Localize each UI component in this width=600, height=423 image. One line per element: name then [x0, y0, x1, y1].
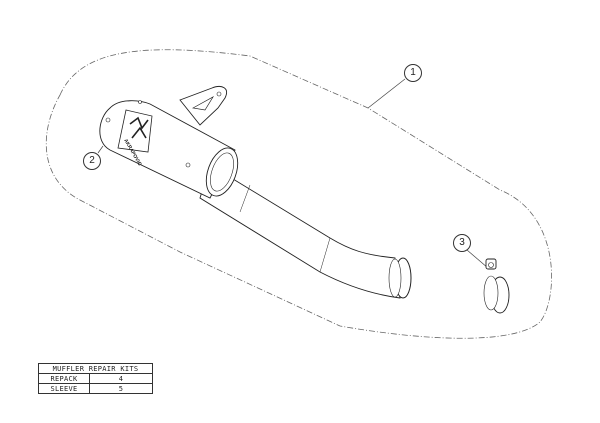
link-pipe	[199, 164, 412, 299]
leader-line-1	[367, 78, 406, 109]
kit-qty: 4	[89, 373, 153, 384]
table-row: SLEEVE 5	[38, 383, 153, 394]
clamp	[483, 258, 510, 314]
leader-line-2	[97, 145, 104, 154]
kit-name: SLEEVE	[38, 383, 90, 394]
assembly-outline	[45, 49, 552, 339]
table-row: REPACK 4	[38, 373, 153, 384]
table-title: MUFFLER REPAIR KITS	[38, 363, 153, 374]
callout-2: 2	[83, 152, 101, 170]
muffler-repair-kits-table: MUFFLER REPAIR KITS REPACK 4 SLEEVE 5	[38, 363, 153, 394]
kit-qty: 5	[89, 383, 153, 394]
callout-3: 3	[453, 234, 471, 252]
leader-line-3	[466, 249, 489, 269]
muffler: AKRAPOVIC	[99, 86, 239, 199]
kit-name: REPACK	[38, 373, 90, 384]
callout-1: 1	[404, 64, 422, 82]
